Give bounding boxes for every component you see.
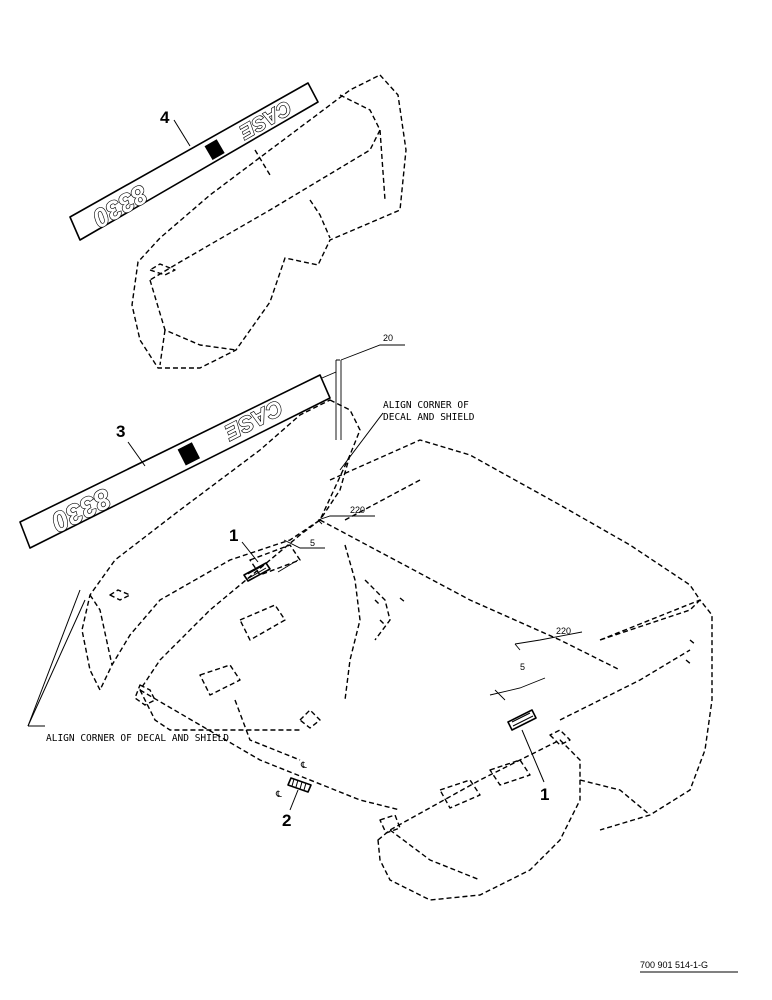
item-2-decal: ℄ ℄ [275, 761, 312, 800]
lower-warning-decal [507, 709, 537, 731]
centerline-mark-2: ℄ [300, 761, 307, 771]
dimension-20: 20 [321, 333, 405, 440]
align-note-top-line1: ALIGN CORNER OF [383, 400, 469, 411]
lower-decal-model-text: 8330 [46, 482, 116, 538]
dim-5-lower-label: 5 [520, 662, 525, 672]
lower-decal-brand-text: CASE [220, 395, 287, 446]
centerline-mark-1: ℄ [275, 790, 282, 800]
main-shield-assembly [81, 399, 713, 901]
callout-1-lower: 1 [540, 785, 549, 804]
align-note-top: ALIGN CORNER OF DECAL AND SHIELD [339, 400, 475, 471]
dimension-220-lower: 220 [514, 626, 583, 651]
upper-decal-model-text: 8330 [87, 179, 153, 234]
dim-220-upper-label: 220 [350, 505, 365, 515]
dimension-5-lower: 5 [489, 662, 546, 701]
dimension-5-upper: 5 [277, 538, 325, 573]
dim-20-label: 20 [383, 333, 393, 343]
part-number: 700 901 514-1-G [640, 960, 708, 970]
upper-decal-brand-text: CASE [235, 96, 295, 143]
upper-warning-decal [243, 562, 271, 582]
callout-1-lower-leader [521, 729, 545, 783]
upper-decal: 8330 CASE [69, 82, 319, 241]
dimension-220-upper: 220 [317, 505, 375, 525]
callout-2: 2 [282, 811, 291, 830]
dim-5-upper-label: 5 [310, 538, 315, 548]
align-note-top-line2: DECAL AND SHIELD [383, 412, 475, 423]
callout-4: 4 [160, 108, 170, 127]
callout-2-leader [289, 789, 299, 811]
callout-3-leader [127, 441, 146, 467]
dim-220-lower-label: 220 [556, 626, 571, 636]
callout-4-leader [173, 119, 191, 147]
align-note-bottom-text: ALIGN CORNER OF DECAL AND SHIELD [46, 733, 229, 744]
lower-decal-brand-mark [177, 442, 201, 466]
callout-1-upper-leader [241, 541, 259, 563]
upper-decal-brand-mark [204, 139, 225, 161]
callout-3: 3 [116, 422, 125, 441]
upper-shield-drawing [131, 74, 407, 369]
align-note-bottom: ALIGN CORNER OF DECAL AND SHIELD [27, 589, 229, 744]
callout-1-upper: 1 [229, 526, 238, 545]
lower-decal: 8330 CASE [19, 374, 331, 549]
